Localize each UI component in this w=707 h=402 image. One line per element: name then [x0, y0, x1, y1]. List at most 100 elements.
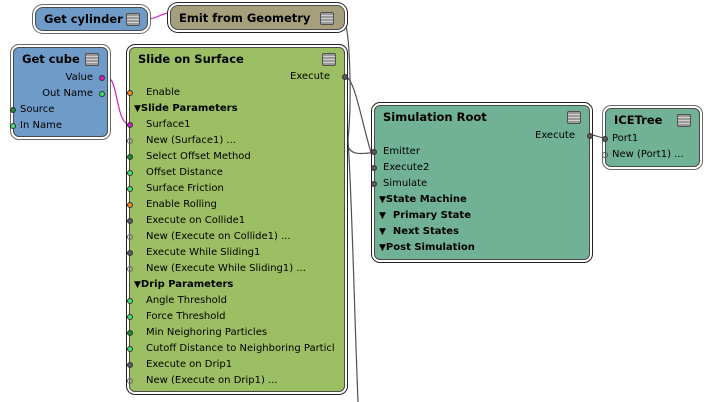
port-connector[interactable] — [127, 138, 133, 144]
port-connector[interactable] — [371, 181, 377, 187]
port-cutoff-distance[interactable]: Cutoff Distance to Neighboring Particl — [127, 341, 335, 357]
port-label: Offset Distance — [146, 167, 223, 178]
expand-arrow-icon[interactable]: ▼ — [134, 104, 141, 114]
port-angle-threshold[interactable]: Angle Threshold — [127, 293, 227, 309]
port-min-neighoring-particles[interactable]: Min Neighoring Particles — [127, 325, 267, 341]
port-connector[interactable] — [127, 218, 133, 224]
port-connector[interactable] — [127, 186, 133, 192]
port-connector[interactable] — [127, 298, 133, 304]
port-connector[interactable] — [127, 314, 133, 320]
port-connector[interactable] — [127, 266, 133, 272]
expand-arrow-icon[interactable]: ▼ — [379, 195, 386, 205]
group-primary-state[interactable]: ▼ Primary State — [375, 208, 471, 224]
port-connector[interactable] — [371, 149, 377, 155]
port-execute-out[interactable]: Execute — [290, 69, 348, 85]
node-get-cylinder[interactable]: Get cylinder — [35, 7, 148, 31]
port-connector[interactable] — [342, 74, 348, 80]
port-label: New (Port1) ... — [612, 149, 684, 160]
collapse-icon[interactable] — [320, 12, 334, 25]
port-connector[interactable] — [10, 107, 16, 113]
port-offset-distance[interactable]: Offset Distance — [127, 165, 223, 181]
port-connector[interactable] — [127, 170, 133, 176]
expand-arrow-icon[interactable]: ▼ — [134, 280, 141, 290]
port-connector[interactable] — [127, 346, 133, 352]
expand-arrow-icon[interactable]: ▼ — [379, 227, 386, 237]
port-label: Surface Friction — [146, 183, 224, 194]
port-enable[interactable]: Enable — [127, 85, 180, 101]
node-title: Get cylinder — [44, 12, 123, 26]
port-surface1[interactable]: Surface1 — [127, 117, 190, 133]
port-select-offset-method[interactable]: Select Offset Method — [127, 149, 251, 165]
port-connector[interactable] — [127, 122, 133, 128]
port-execute-out[interactable]: Execute — [535, 128, 593, 144]
collapse-icon[interactable] — [567, 111, 581, 124]
port-label: New (Surface1) ... — [146, 135, 236, 146]
group-state-machine[interactable]: ▼State Machine — [375, 192, 467, 208]
node-icetree[interactable]: ICETree Port1 New (Port1) ... — [602, 108, 700, 167]
wire-cube-value-to-surface[interactable] — [106, 76, 130, 125]
collapse-icon[interactable] — [126, 13, 140, 26]
collapse-icon[interactable] — [322, 53, 336, 66]
port-out-name[interactable]: Out Name — [42, 86, 107, 102]
port-emitter[interactable]: Emitter — [371, 144, 420, 160]
node-slide-on-surface[interactable]: Slide on Surface Execute Enable▼Slide Pa… — [127, 47, 348, 392]
port-connector[interactable] — [602, 152, 608, 158]
port-connector[interactable] — [10, 123, 16, 129]
collapse-icon[interactable] — [677, 114, 691, 127]
port-in-name[interactable]: In Name — [10, 118, 62, 134]
port-label: Out Name — [42, 88, 93, 99]
group-label: Post Simulation — [385, 242, 475, 253]
port-value[interactable]: Value — [66, 70, 107, 86]
port-connector[interactable] — [99, 75, 105, 81]
group-slide-parameters[interactable]: ▼Slide Parameters — [130, 101, 238, 117]
node-title: Simulation Root — [383, 110, 487, 124]
port-connector[interactable] — [602, 136, 608, 142]
wire-down-line — [347, 139, 359, 402]
port-enable-rolling[interactable]: Enable Rolling — [127, 197, 217, 213]
port-connector[interactable] — [127, 378, 133, 384]
port-connector[interactable] — [127, 90, 133, 96]
port-connector[interactable] — [127, 234, 133, 240]
port-label: Angle Threshold — [146, 295, 227, 306]
group-drip-parameters[interactable]: ▼Drip Parameters — [130, 277, 233, 293]
port-simulate[interactable]: Simulate — [371, 176, 428, 192]
port-new-execute-on-drip1[interactable]: New (Execute on Drip1) ... — [127, 373, 278, 389]
expand-arrow-icon[interactable]: ▼ — [379, 211, 386, 221]
node-title: ICETree — [614, 113, 663, 127]
port-force-threshold[interactable]: Force Threshold — [127, 309, 226, 325]
port-label: Select Offset Method — [146, 151, 251, 162]
group-label: Primary State — [392, 210, 471, 221]
node-get-cube[interactable]: Get cube Value Out Name Source In Name — [10, 47, 108, 137]
port-execute-while-sliding1[interactable]: Execute While Sliding1 — [127, 245, 260, 261]
node-emit-from-geometry[interactable]: Emit from Geometry — [170, 5, 345, 30]
port-connector[interactable] — [127, 154, 133, 160]
port-label: Execute — [535, 130, 575, 141]
node-title: Emit from Geometry — [179, 11, 311, 25]
port-surface-friction[interactable]: Surface Friction — [127, 181, 224, 197]
wire-emit-to-root[interactable] — [343, 19, 377, 155]
port-new-port1[interactable]: New (Port1) ... — [602, 147, 684, 163]
port-connector[interactable] — [127, 202, 133, 208]
port-new-execute-on-collide1[interactable]: New (Execute on Collide1) ... — [127, 229, 291, 245]
port-port1[interactable]: Port1 — [602, 131, 638, 147]
port-execute-on-collide1[interactable]: Execute on Collide1 — [127, 213, 245, 229]
port-label: New (Execute on Drip1) ... — [146, 375, 278, 386]
port-execute2[interactable]: Execute2 — [371, 160, 429, 176]
port-connector[interactable] — [127, 250, 133, 256]
group-next-states[interactable]: ▼ Next States — [375, 224, 459, 240]
group-post-simulation[interactable]: ▼Post Simulation — [375, 240, 475, 256]
node-simulation-root[interactable]: Simulation Root Execute Emitter Execute2… — [371, 105, 593, 260]
port-connector[interactable] — [587, 133, 593, 139]
collapse-icon[interactable] — [85, 53, 99, 66]
expand-arrow-icon[interactable]: ▼ — [379, 243, 386, 253]
port-label: Simulate — [383, 178, 428, 189]
port-connector[interactable] — [99, 91, 105, 97]
port-source[interactable]: Source — [10, 102, 54, 118]
port-new-execute-while-sliding1[interactable]: New (Execute While Sliding1) ... — [127, 261, 306, 277]
port-new-surface1[interactable]: New (Surface1) ... — [127, 133, 236, 149]
port-connector[interactable] — [371, 165, 377, 171]
port-execute-on-drip1[interactable]: Execute on Drip1 — [127, 357, 232, 373]
wire-cylinder-to-emit[interactable] — [147, 12, 171, 20]
port-connector[interactable] — [127, 330, 133, 336]
port-connector[interactable] — [127, 362, 133, 368]
